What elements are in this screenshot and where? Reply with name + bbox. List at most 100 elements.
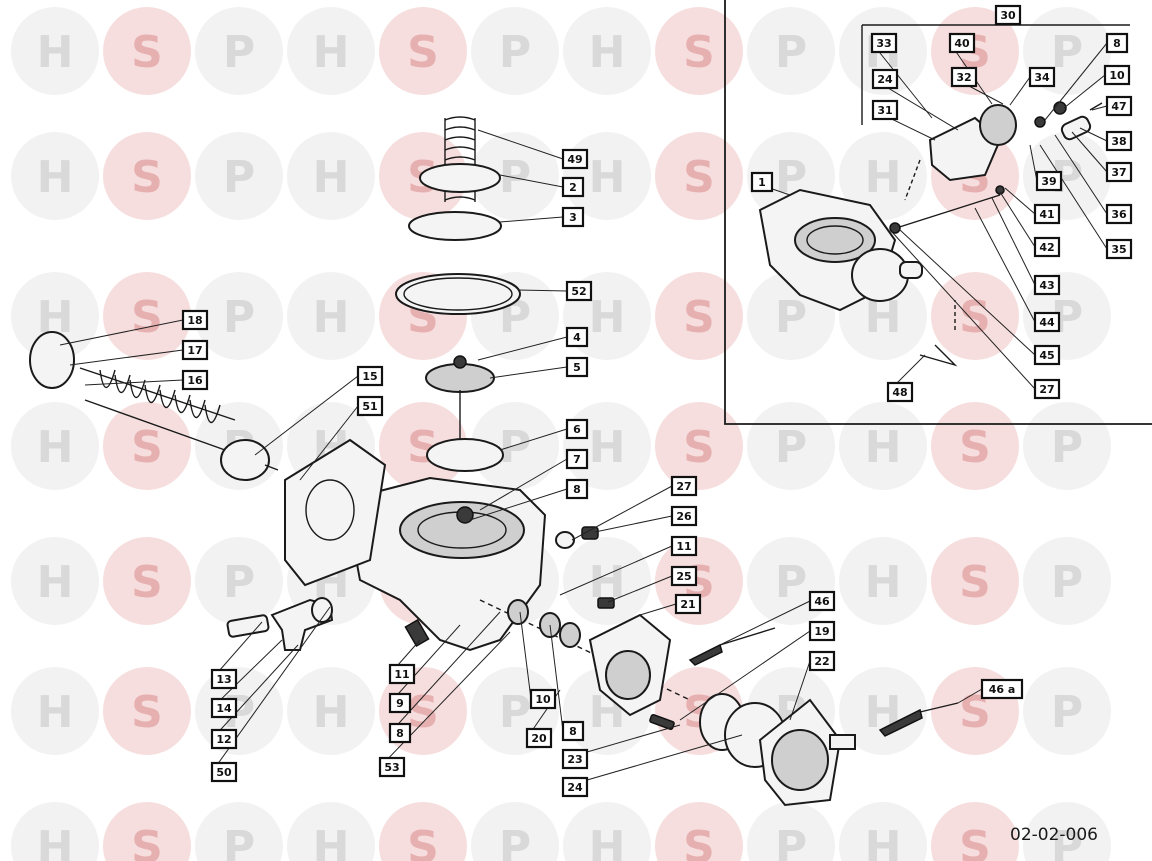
leader-line [899, 229, 1036, 356]
leader-line [69, 349, 184, 366]
callout-number: 16 [187, 374, 203, 387]
callout-box [210, 697, 238, 719]
watermark-disc [655, 272, 743, 360]
leader-line [1054, 134, 1108, 215]
watermark-disc [1023, 132, 1111, 220]
watermark-disc [931, 802, 1019, 861]
sensor-46 [688, 627, 776, 666]
part-callout: 8 [561, 720, 585, 742]
watermark-disc [195, 7, 283, 95]
watermark-letter: H [589, 422, 626, 473]
callout-number: 21 [680, 598, 695, 611]
callout-box [1105, 32, 1129, 54]
elbow-fitting [226, 597, 334, 651]
plate-6 [426, 438, 504, 472]
part-callout: 35 [1105, 238, 1133, 260]
callout-box [565, 356, 589, 378]
watermark-letter: P [223, 822, 255, 861]
leader-line [59, 319, 184, 346]
watermark-disc [471, 7, 559, 95]
watermark-letter: S [683, 152, 715, 203]
callout-box [388, 663, 416, 685]
watermark-disc [655, 7, 743, 95]
callout-box [561, 206, 585, 228]
callout-number: 36 [1111, 208, 1127, 221]
callout-number: 33 [876, 37, 891, 50]
callout-number: 22 [814, 655, 829, 668]
watermark-letter: H [313, 152, 350, 203]
watermark-letter: H [865, 152, 902, 203]
callout-box [1033, 344, 1061, 366]
part-callout: 13 [210, 668, 238, 690]
callout-box [561, 720, 585, 742]
callout-box [886, 381, 914, 403]
leader-line [1009, 76, 1031, 106]
watermark-letter: H [589, 27, 626, 78]
callout-box [181, 309, 209, 331]
callout-box [1028, 66, 1056, 88]
part-callout: 10 [1103, 64, 1131, 86]
callout-box [808, 620, 836, 642]
callout-number: 5 [573, 361, 581, 374]
leader-line [479, 458, 568, 511]
callout-number: 7 [573, 453, 581, 466]
callout-box [181, 339, 209, 361]
leader-line [719, 600, 811, 646]
callout-box [565, 478, 589, 500]
callout-number: 46 a [989, 683, 1016, 696]
leader-lines [59, 42, 1108, 788]
watermark-disc [287, 132, 375, 220]
watermark-disc [839, 537, 927, 625]
watermark-disc [655, 132, 743, 220]
watermark-letter: H [865, 822, 902, 861]
callout-box [670, 565, 698, 587]
callout-box [871, 99, 899, 121]
leader-line [1044, 42, 1108, 121]
part-callout: 39 [1035, 170, 1063, 192]
part-callout: 9 [388, 692, 412, 714]
callout-box [565, 448, 589, 470]
callout-box [1105, 161, 1133, 183]
callout-box [378, 756, 406, 778]
callout-number: 37 [1111, 166, 1126, 179]
main-assembly [29, 116, 959, 807]
part-callout: 21 [674, 593, 702, 615]
callout-number: 8 [396, 727, 404, 740]
leader-line [679, 630, 811, 721]
watermark-disc [11, 402, 99, 490]
callout-number: 14 [216, 702, 232, 715]
callout-number: 40 [954, 37, 970, 50]
callout-number: 50 [216, 766, 232, 779]
watermark-disc [655, 402, 743, 490]
callout-box [1033, 311, 1061, 333]
leader-line [211, 644, 299, 740]
leader-line [1091, 105, 1108, 111]
part-callout: 43 [1033, 274, 1061, 296]
o-ring-3 [408, 211, 502, 241]
part-callout: 33 [870, 32, 898, 54]
leader-line [469, 488, 568, 521]
callout-number: 13 [216, 673, 231, 686]
part-callout: 8 [1105, 32, 1129, 54]
leader-line [519, 611, 532, 700]
part-callout: 34 [1028, 66, 1056, 88]
part-callout: 2 [561, 176, 585, 198]
watermark-letter: S [683, 292, 715, 343]
watermark-disc [287, 802, 375, 861]
callout-number: 45 [1039, 349, 1054, 362]
callout-box [1033, 236, 1061, 258]
watermark-letter: P [1051, 27, 1083, 78]
watermark-letter: S [131, 152, 163, 203]
callout-number: 15 [362, 370, 377, 383]
leader-line [1079, 127, 1108, 142]
watermark-letter: S [407, 27, 439, 78]
callout-box [870, 32, 898, 54]
part-callout: 24 [871, 68, 899, 90]
callout-number: 11 [394, 668, 409, 681]
watermark-disc [839, 132, 927, 220]
part-callout: 45 [1033, 344, 1061, 366]
watermark-letter: P [499, 822, 531, 861]
watermark-letter: S [683, 822, 715, 861]
